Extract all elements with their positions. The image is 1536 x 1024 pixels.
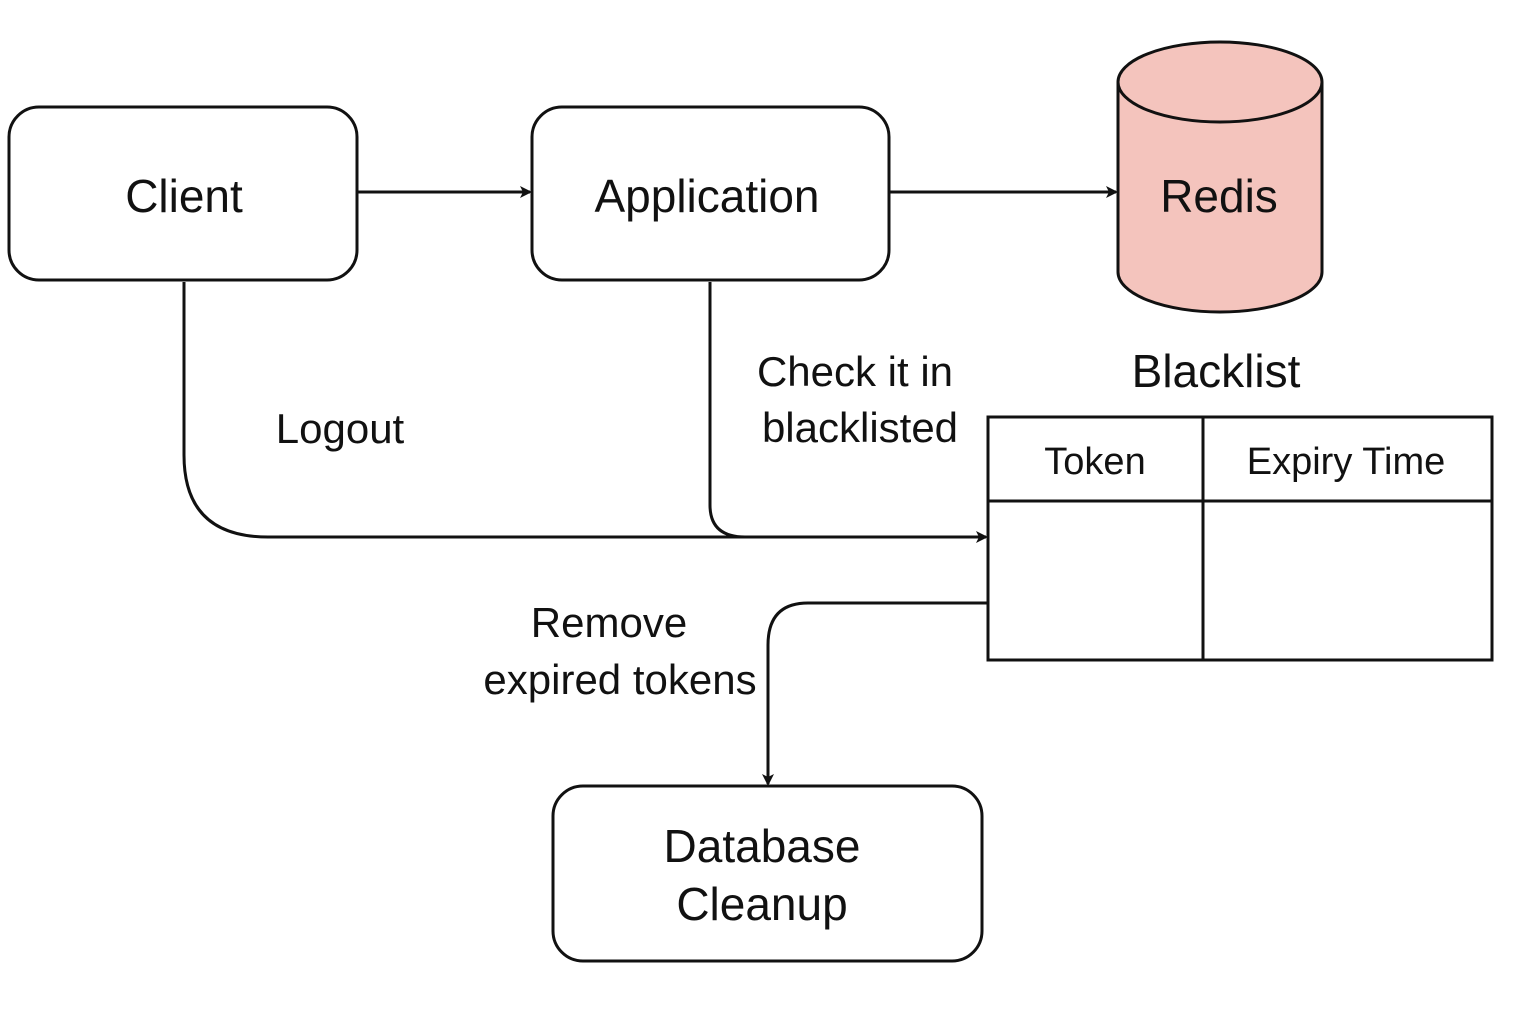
blacklist-title: Blacklist: [1132, 345, 1301, 397]
redis-cylinder-body: [1116, 82, 1324, 314]
application-label: Application: [594, 170, 819, 222]
blacklist-column-header: Token: [1044, 441, 1145, 483]
check-label-line1: Check it in: [757, 348, 953, 395]
cleanup-label-line2: Cleanup: [676, 878, 847, 930]
edge-application-check-to-blacklist: [708, 282, 746, 539]
application-node: Application: [530, 105, 891, 282]
remove-label-line1: Remove: [531, 599, 687, 646]
edge-client-logout-to-blacklist: [182, 282, 988, 543]
redis-label: Redis: [1160, 170, 1278, 222]
edge-blacklist-to-cleanup: [762, 601, 988, 786]
check-label-line2: blacklisted: [762, 404, 958, 451]
blacklist-table-frame: [986, 415, 1494, 662]
logout-label: Logout: [276, 405, 405, 452]
cleanup-label-line1: Database: [664, 820, 861, 872]
client-label: Client: [125, 170, 243, 222]
database-cleanup-node: Database Cleanup: [551, 784, 984, 963]
blacklist-table: Blacklist Token Expiry Time: [986, 345, 1494, 662]
remove-label-line2: expired tokens: [483, 656, 756, 703]
redis-database-node: Redis: [1116, 40, 1324, 314]
blacklist-column-header: Expiry Time: [1247, 441, 1445, 483]
redis-cylinder-top: [1116, 40, 1324, 124]
client-node: Client: [7, 105, 359, 282]
